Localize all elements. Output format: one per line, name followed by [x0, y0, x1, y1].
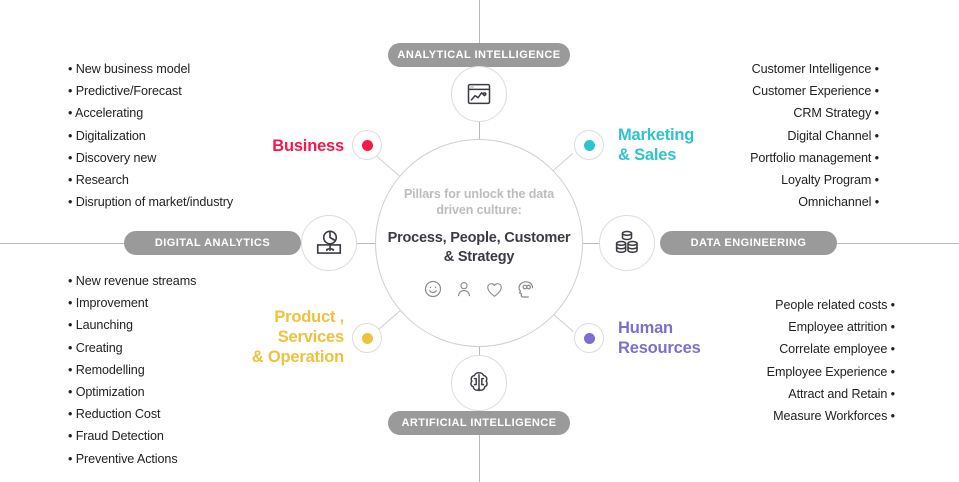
- connector-line-bottom: [479, 435, 480, 482]
- list-item: Attract and Retain •: [788, 386, 895, 401]
- list-item: • New business model: [68, 62, 191, 76]
- bubble-artificial-intelligence[interactable]: [451, 355, 507, 411]
- list-item: • New revenue streams: [68, 274, 197, 288]
- center-subtitle: Pillars for unlock the data driven cultu…: [403, 187, 555, 218]
- list-item: • Remodelling: [68, 362, 145, 377]
- list-item: Loyalty Program •: [781, 173, 879, 188]
- list-item: • Creating: [68, 340, 123, 355]
- category-title-product-services-operation: Product , Services & Operation: [251, 308, 344, 367]
- list-item: Employee attrition •: [788, 320, 895, 335]
- line-chart-window-icon: [465, 80, 493, 108]
- category-title-human-resources: Human Resources: [618, 319, 701, 358]
- list-marketing-sales: Customer Intelligence • Customer Experie…: [750, 58, 879, 213]
- list-human-resources: People related costs • Employee attritio…: [767, 294, 895, 427]
- node-marketing-sales[interactable]: [574, 130, 604, 160]
- list-item: • Fraud Detection: [68, 429, 164, 444]
- node-product-services-operation[interactable]: [352, 323, 382, 353]
- marketing-dot-icon: [583, 139, 595, 151]
- list-item: CRM Strategy •: [793, 106, 879, 121]
- list-item: • Improvement: [68, 296, 149, 311]
- heart-icon: [485, 280, 504, 299]
- list-item: Customer Intelligence •: [751, 62, 880, 76]
- connector-line-left: [0, 243, 124, 244]
- connector-line-right: [837, 243, 959, 244]
- list-item: • Digitalization: [68, 128, 146, 143]
- list-item: • Discovery new: [68, 150, 157, 165]
- list-item: • Predictive/Forecast: [68, 84, 182, 99]
- head-infinity-icon: [515, 279, 536, 300]
- list-item: People related costs •: [775, 298, 895, 312]
- hr-dot-icon: [583, 332, 595, 344]
- product-dot-icon: [361, 332, 373, 344]
- list-item: Omnichannel •: [798, 195, 879, 210]
- list-item: • Reduction Cost: [68, 407, 161, 422]
- center-circle: Pillars for unlock the data driven cultu…: [375, 139, 583, 347]
- category-title-business: Business: [272, 137, 344, 155]
- bubble-digital-analytics[interactable]: [301, 215, 357, 271]
- center-headline: Process, People, Customer & Strategy: [387, 230, 571, 265]
- list-item: • Accelerating: [68, 106, 144, 121]
- list-item: • Disruption of market/industry: [68, 195, 234, 210]
- node-human-resources[interactable]: [574, 323, 604, 353]
- list-item: Digital Channel •: [787, 128, 879, 143]
- center-icon-row: [423, 279, 536, 300]
- bubble-analytical-intelligence[interactable]: [451, 66, 507, 122]
- list-product-services-operation: • New revenue streams • Improvement • La…: [68, 270, 196, 470]
- pill-data-engineering[interactable]: DATA ENGINEERING: [660, 231, 837, 255]
- business-dot-icon: [361, 139, 373, 151]
- pie-chart-presentation-icon: [314, 228, 344, 258]
- database-stack-icon: [612, 228, 642, 258]
- list-item: Employee Experience •: [766, 364, 895, 379]
- pill-analytical-intelligence[interactable]: ANALYTICAL INTELLIGENCE: [388, 43, 570, 67]
- connector-line-top: [479, 0, 480, 43]
- brain-circuit-icon: [465, 369, 493, 397]
- connector-diagonal-business: [375, 155, 402, 179]
- smiley-face-icon: [423, 279, 443, 299]
- pill-digital-analytics[interactable]: DIGITAL ANALYTICS: [124, 231, 301, 255]
- connector-diagonal-product: [376, 308, 403, 332]
- list-item: • Launching: [68, 318, 133, 333]
- list-item: Customer Experience •: [752, 84, 879, 99]
- person-icon: [454, 279, 474, 299]
- list-item: • Optimization: [68, 385, 145, 400]
- list-item: • Research: [68, 173, 129, 188]
- pill-artificial-intelligence[interactable]: ARTIFICIAL INTELLIGENCE: [388, 411, 570, 435]
- list-item: Portfolio management •: [750, 150, 879, 165]
- list-item: • Preventive Actions: [68, 451, 178, 466]
- list-item: Correlate employee •: [779, 342, 895, 357]
- list-item: Measure Workforces •: [773, 409, 895, 424]
- bubble-data-engineering[interactable]: [599, 215, 655, 271]
- node-business[interactable]: [352, 130, 382, 160]
- category-title-marketing-sales: Marketing & Sales: [618, 126, 695, 165]
- list-business: • New business model • Predictive/Foreca…: [68, 58, 233, 213]
